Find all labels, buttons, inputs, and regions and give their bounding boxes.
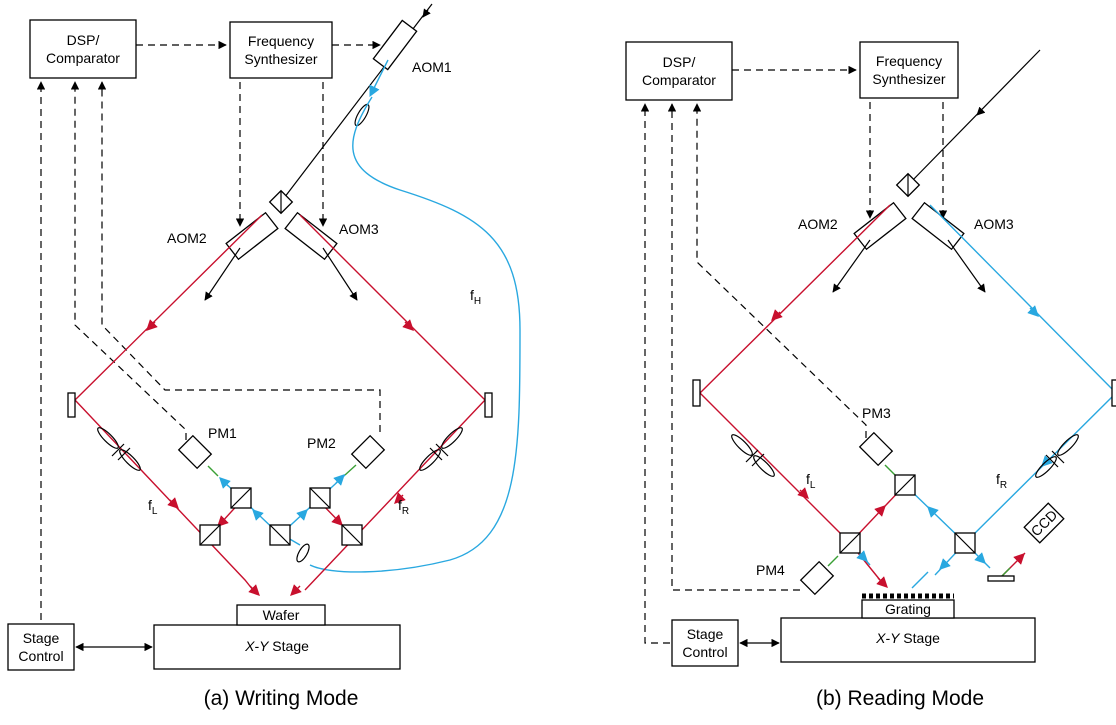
panel-writing-mode: DSP/ Comparator Frequency Synthesizer St…	[7, 3, 521, 710]
aom3-b: AOM3	[911, 201, 1014, 251]
svg-text:AOM1: AOM1	[412, 59, 452, 75]
svg-text:Stage: Stage	[687, 626, 724, 642]
svg-text:PM2: PM2	[307, 435, 336, 451]
svg-text:Wafer: Wafer	[263, 607, 300, 623]
fr-label: fR	[398, 497, 409, 517]
mirror-left	[67, 392, 76, 418]
wafer-box: Wafer	[236, 604, 326, 626]
lens-group-left	[97, 427, 141, 471]
dsp-comparator-box-b: DSP/ Comparator	[625, 41, 733, 101]
panel-reading-mode: DSP/ Comparator Frequency Synthesizer St…	[625, 41, 1116, 710]
stage-control-box: Stage Control	[7, 623, 75, 671]
svg-text:DSP/: DSP/	[663, 54, 696, 70]
svg-text:Control: Control	[18, 648, 63, 664]
xy-stage-box-b: X-Y Stage	[780, 617, 1036, 663]
svg-text:Comparator: Comparator	[642, 72, 716, 88]
synth-label-line2: Synthesizer	[244, 51, 317, 67]
pm3-signal-line	[692, 103, 867, 438]
fr-beam-path	[299, 214, 486, 591]
fr-label-b: fR	[996, 471, 1007, 491]
svg-text:Frequency: Frequency	[876, 53, 942, 69]
pm2-detector: PM2	[307, 434, 386, 470]
svg-text:AOM3: AOM3	[339, 221, 379, 237]
svg-text:Stage: Stage	[23, 630, 60, 646]
fh-label: fH	[470, 287, 481, 307]
svg-text:AOM2: AOM2	[167, 230, 207, 246]
mirror-left-b	[692, 379, 701, 407]
mirror-right-b	[1111, 379, 1116, 407]
pm4-signal-line	[667, 103, 800, 591]
optical-fiber	[309, 96, 521, 573]
lens-group-left-b	[731, 434, 775, 477]
pm2-signal-line	[97, 81, 381, 432]
svg-text:PM4: PM4	[756, 562, 785, 578]
mirror-right	[484, 392, 493, 418]
small-mirror-b	[987, 575, 1015, 582]
pm3-detector: PM3	[858, 405, 894, 467]
svg-text:AOM2: AOM2	[798, 216, 838, 232]
aom2: AOM2	[167, 211, 279, 261]
fl-label: fL	[148, 497, 158, 517]
caption-writing-mode: (a) Writing Mode	[204, 687, 359, 710]
svg-text:Control: Control	[682, 644, 727, 660]
xy-stage-box: X-Y Stage	[153, 624, 401, 670]
svg-text:AOM3: AOM3	[974, 216, 1014, 232]
svg-text:PM3: PM3	[862, 405, 891, 421]
aom2-b: AOM2	[798, 201, 907, 251]
pm4-detector: PM4	[756, 560, 835, 596]
aom1: AOM1	[372, 19, 452, 75]
stage-control-box-b: Stage Control	[671, 619, 739, 667]
fr-beam-path-b	[929, 204, 1116, 544]
svg-text:PM1: PM1	[208, 425, 237, 441]
grating-box: Grating	[861, 593, 955, 619]
frequency-synthesizer-box: Frequency Synthesizer	[229, 21, 333, 79]
lens-group-right	[419, 427, 463, 471]
fl-beam-path-b	[699, 204, 891, 581]
lens-group-right-b	[1035, 434, 1079, 478]
dsp-comparator-box: DSP/ Comparator	[29, 19, 137, 79]
pm1-detector: PM1	[177, 425, 237, 470]
svg-text:X-Y Stage: X-Y Stage	[875, 630, 940, 646]
caption-reading-mode: (b) Reading Mode	[816, 687, 984, 710]
pm1-signal-line	[70, 81, 187, 440]
dsp-label-line1: DSP/	[67, 32, 100, 48]
dsp-label-line2: Comparator	[46, 50, 120, 66]
synth-label-line1: Frequency	[248, 33, 314, 49]
fl-label-b: fL	[806, 471, 816, 491]
svg-text:Synthesizer: Synthesizer	[872, 71, 945, 87]
svg-text:X-Y Stage: X-Y Stage	[244, 638, 309, 654]
aom3: AOM3	[284, 211, 379, 261]
ccd-camera: CCD	[1023, 502, 1065, 544]
fl-beam-path	[74, 214, 263, 591]
svg-text:Grating: Grating	[885, 601, 931, 617]
frequency-synthesizer-box-b: Frequency Synthesizer	[859, 41, 959, 99]
